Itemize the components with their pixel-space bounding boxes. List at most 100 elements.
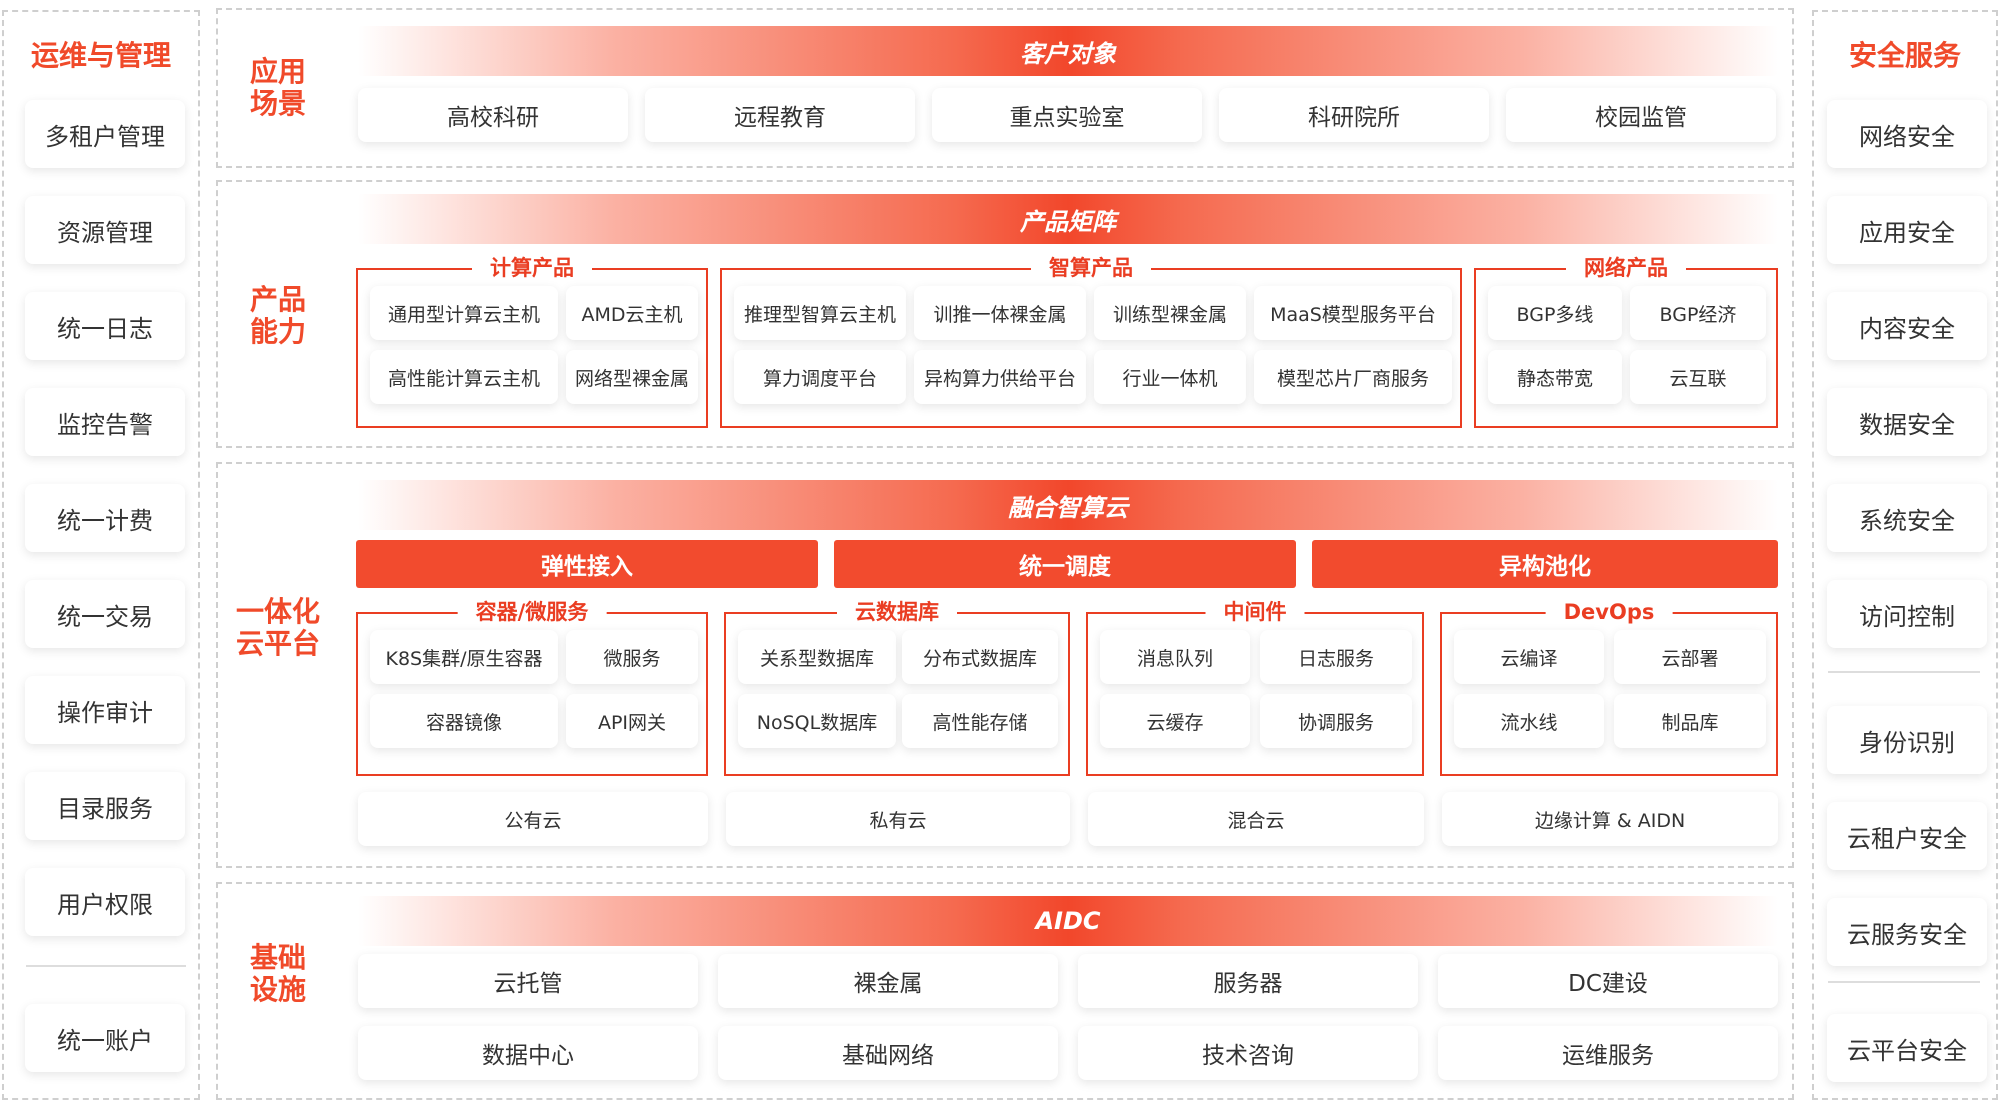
side-item-permission[interactable]: 用户权限	[25, 868, 185, 936]
platform-item[interactable]: 云部署	[1614, 630, 1766, 684]
platform-item[interactable]: 云缓存	[1100, 694, 1250, 748]
group-ai: 智算产品 推理型智算云主机 训推一体裸金属 训练型裸金属 MaaS模型服务平台 …	[720, 254, 1462, 428]
scenario-item[interactable]: 校园监管	[1506, 88, 1776, 142]
side-item-billing[interactable]: 统一计费	[25, 484, 185, 552]
group-compute: 计算产品 通用型计算云主机 AMD云主机 高性能计算云主机 网络型裸金属	[356, 254, 708, 428]
platform-item[interactable]: 分布式数据库	[902, 630, 1058, 684]
platform-item[interactable]: API网关	[566, 694, 698, 748]
product-item[interactable]: BGP多线	[1488, 286, 1622, 340]
infra-item[interactable]: 运维服务	[1438, 1026, 1778, 1080]
side-item-identity[interactable]: 身份识别	[1827, 706, 1987, 774]
side-item-access-control[interactable]: 访问控制	[1827, 580, 1987, 648]
side-item-log[interactable]: 统一日志	[25, 292, 185, 360]
product-item[interactable]: 模型芯片厂商服务	[1254, 350, 1452, 404]
group-container-title: 容器/微服务	[457, 598, 607, 626]
product-item[interactable]: 静态带宽	[1488, 350, 1622, 404]
group-database-title: 云数据库	[837, 598, 957, 626]
group-compute-title: 计算产品	[472, 254, 592, 282]
group-ai-title: 智算产品	[1031, 254, 1151, 282]
product-label: 产品 能力	[249, 283, 306, 348]
platform-item[interactable]: 容器镜像	[370, 694, 558, 748]
right-divider-1	[1828, 671, 1980, 673]
infra-banner: AIDC	[358, 896, 1778, 946]
side-item-monitor[interactable]: 监控告警	[25, 388, 185, 456]
platform-item[interactable]: 微服务	[566, 630, 698, 684]
unified-scheduling-bar[interactable]: 统一调度	[834, 540, 1296, 588]
scenario-section	[216, 8, 1794, 168]
side-item-audit[interactable]: 操作审计	[25, 676, 185, 744]
side-item-trade[interactable]: 统一交易	[25, 580, 185, 648]
private-cloud[interactable]: 私有云	[726, 792, 1070, 846]
scenario-label: 应用 场景	[249, 55, 306, 120]
infra-item[interactable]: 服务器	[1078, 954, 1418, 1008]
side-item-data-security[interactable]: 数据安全	[1827, 388, 1987, 456]
left-panel-title: 运维与管理	[30, 39, 171, 72]
infra-item[interactable]: 技术咨询	[1078, 1026, 1418, 1080]
group-middleware-title: 中间件	[1205, 598, 1305, 626]
group-devops-title: DevOps	[1545, 598, 1673, 626]
product-item[interactable]: 异构算力供给平台	[914, 350, 1086, 404]
group-network-title: 网络产品	[1566, 254, 1686, 282]
public-cloud[interactable]: 公有云	[358, 792, 708, 846]
side-item-tenant-security[interactable]: 云租户安全	[1827, 802, 1987, 870]
hybrid-cloud[interactable]: 混合云	[1088, 792, 1424, 846]
edge-computing[interactable]: 边缘计算 & AIDN	[1442, 792, 1778, 846]
platform-item[interactable]: 制品库	[1614, 694, 1766, 748]
infra-item[interactable]: 裸金属	[718, 954, 1058, 1008]
product-item[interactable]: AMD云主机	[566, 286, 698, 340]
side-item-multi-tenant[interactable]: 多租户管理	[25, 100, 185, 168]
group-devops: DevOps 云编译 云部署 流水线 制品库	[1440, 598, 1778, 776]
platform-item[interactable]: 消息队列	[1100, 630, 1250, 684]
scenario-item[interactable]: 科研院所	[1219, 88, 1489, 142]
side-item-service-security[interactable]: 云服务安全	[1827, 898, 1987, 966]
product-item[interactable]: 网络型裸金属	[566, 350, 698, 404]
side-item-content-security[interactable]: 内容安全	[1827, 292, 1987, 360]
product-item[interactable]: 行业一体机	[1094, 350, 1246, 404]
scenario-item[interactable]: 高校科研	[358, 88, 628, 142]
product-item[interactable]: MaaS模型服务平台	[1254, 286, 1452, 340]
group-database: 云数据库 关系型数据库 分布式数据库 NoSQL数据库 高性能存储	[724, 598, 1070, 776]
left-divider	[26, 965, 186, 967]
platform-item[interactable]: K8S集群/原生容器	[370, 630, 558, 684]
side-item-resource[interactable]: 资源管理	[25, 196, 185, 264]
side-item-directory[interactable]: 目录服务	[25, 772, 185, 840]
side-item-account[interactable]: 统一账户	[25, 1004, 185, 1072]
product-item[interactable]: 云互联	[1630, 350, 1766, 404]
platform-item[interactable]: 协调服务	[1260, 694, 1412, 748]
product-item[interactable]: 推理型智算云主机	[734, 286, 906, 340]
side-item-system-security[interactable]: 系统安全	[1827, 484, 1987, 552]
platform-banner: 融合智算云	[358, 480, 1778, 530]
right-panel-title: 安全服务	[1848, 39, 1961, 72]
product-item[interactable]: 高性能计算云主机	[370, 350, 558, 404]
infra-item[interactable]: 基础网络	[718, 1026, 1058, 1080]
group-middleware: 中间件 消息队列 日志服务 云缓存 协调服务	[1086, 598, 1424, 776]
infra-item[interactable]: DC建设	[1438, 954, 1778, 1008]
platform-section	[216, 462, 1794, 868]
heterogeneous-pooling-bar[interactable]: 异构池化	[1312, 540, 1778, 588]
elastic-access-bar[interactable]: 弹性接入	[356, 540, 818, 588]
side-item-network-security[interactable]: 网络安全	[1827, 100, 1987, 168]
product-item[interactable]: 训推一体裸金属	[914, 286, 1086, 340]
product-item[interactable]: 算力调度平台	[734, 350, 906, 404]
product-section	[216, 180, 1794, 448]
right-panel: 安全服务 网络安全 应用安全 内容安全 数据安全 系统安全 访问控制 身份识别 …	[1812, 10, 1998, 1100]
platform-item[interactable]: 流水线	[1454, 694, 1604, 748]
platform-item[interactable]: 日志服务	[1260, 630, 1412, 684]
infra-label: 基础 设施	[249, 941, 306, 1006]
platform-item[interactable]: 云编译	[1454, 630, 1604, 684]
product-item[interactable]: 通用型计算云主机	[370, 286, 558, 340]
product-item[interactable]: 训练型裸金属	[1094, 286, 1246, 340]
side-item-platform-security[interactable]: 云平台安全	[1827, 1014, 1987, 1082]
product-banner: 产品矩阵	[358, 194, 1778, 244]
infra-item[interactable]: 数据中心	[358, 1026, 698, 1080]
platform-item[interactable]: 关系型数据库	[738, 630, 896, 684]
scenario-item[interactable]: 重点实验室	[932, 88, 1202, 142]
scenario-item[interactable]: 远程教育	[645, 88, 915, 142]
infra-item[interactable]: 云托管	[358, 954, 698, 1008]
platform-item[interactable]: 高性能存储	[902, 694, 1058, 748]
platform-label: 一体化 云平台	[235, 595, 320, 660]
side-item-app-security[interactable]: 应用安全	[1827, 196, 1987, 264]
product-item[interactable]: BGP经济	[1630, 286, 1766, 340]
platform-item[interactable]: NoSQL数据库	[738, 694, 896, 748]
group-container: 容器/微服务 K8S集群/原生容器 微服务 容器镜像 API网关	[356, 598, 708, 776]
